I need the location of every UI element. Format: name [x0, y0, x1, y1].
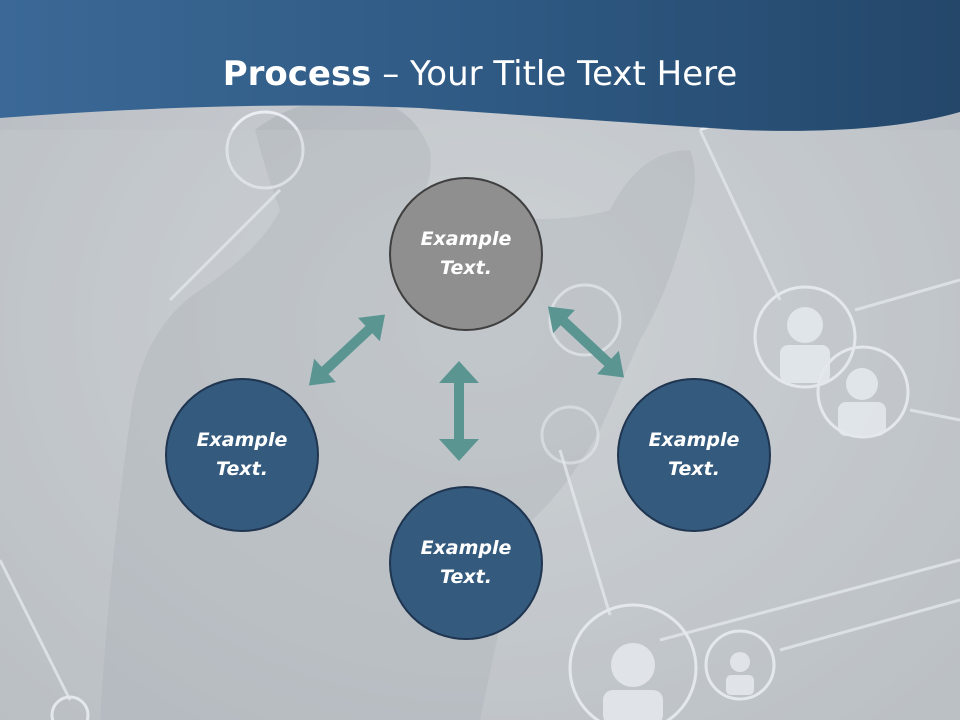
process-node-right[interactable]: Example Text.: [617, 378, 771, 532]
process-node-left[interactable]: Example Text.: [165, 378, 319, 532]
header-band: [0, 0, 960, 131]
slide-title: Process – Your Title Text Here: [0, 50, 960, 98]
person-silhouette: [100, 99, 695, 720]
process-node-top[interactable]: Example Text.: [389, 177, 543, 331]
title-bold: Process: [222, 54, 372, 94]
process-node-bottom[interactable]: Example Text.: [389, 486, 543, 640]
title-rest: – Your Title Text Here: [371, 54, 738, 94]
person-network-icon: [50, 110, 910, 720]
